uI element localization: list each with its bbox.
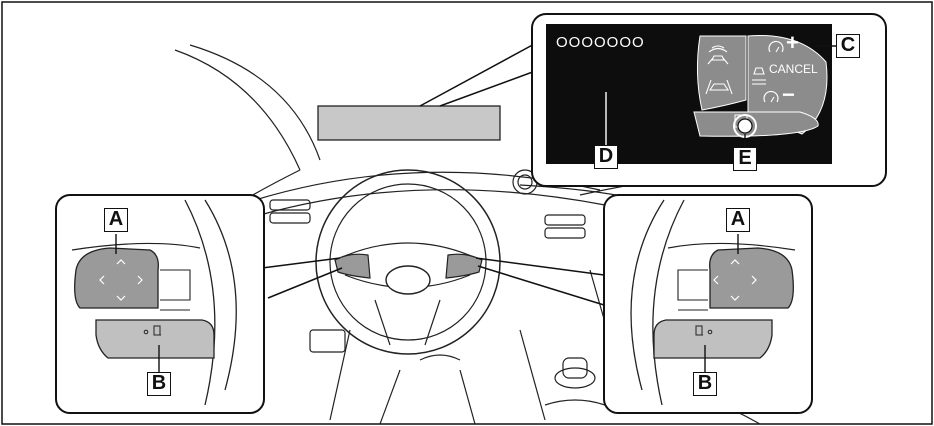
steering-emblem — [385, 265, 431, 295]
right-spoke-switch — [445, 253, 483, 279]
steering-wheel — [315, 169, 501, 355]
vehicle-distance-icon — [752, 67, 766, 85]
right-inset-leader — [475, 257, 605, 306]
right-phone-switch — [653, 319, 773, 359]
following-distance-icon — [705, 79, 733, 95]
right-vent — [544, 214, 586, 226]
hud-leader-bottom — [439, 69, 539, 107]
phone-icon — [153, 325, 161, 336]
lower-panel — [309, 329, 346, 353]
directional-pad-icon-right — [713, 259, 757, 301]
phone-indicator-dot — [143, 329, 149, 335]
left-vent — [269, 199, 311, 211]
display-pointer-e — [737, 118, 753, 134]
phone-icon-right — [695, 325, 703, 336]
right-directional-pad — [709, 247, 794, 309]
left-inset-leader — [261, 257, 343, 299]
speed-down-icon — [763, 90, 779, 103]
right-switch-inset — [603, 194, 813, 414]
directional-pad-icon — [99, 259, 143, 301]
callout-b-left: B — [147, 372, 171, 396]
head-up-display — [317, 105, 501, 141]
callout-c: C — [836, 34, 860, 58]
multi-info-display-inset — [531, 13, 887, 187]
callout-b-right: B — [693, 372, 717, 396]
display-left-switch-segment — [696, 35, 747, 111]
display-placeholder-text: OOOOOOO — [556, 34, 645, 51]
gear-selector — [554, 367, 596, 389]
speed-plus-symbol: + — [786, 30, 799, 55]
callout-a-right: A — [726, 208, 750, 232]
phone-indicator-dot-right — [707, 329, 713, 335]
hud-leader-top — [419, 41, 539, 107]
left-phone-switch — [95, 319, 215, 359]
cancel-label: CANCEL — [769, 62, 818, 76]
lane-assist-icon — [707, 45, 729, 65]
left-spoke-switch — [334, 253, 371, 279]
callout-e: E — [733, 147, 757, 171]
speed-minus-symbol: − — [782, 82, 795, 107]
left-switch-inset — [55, 194, 265, 414]
left-directional-pad — [74, 247, 159, 309]
callout-a-left: A — [104, 208, 128, 232]
speed-up-icon — [768, 40, 784, 53]
callout-d: D — [594, 145, 618, 169]
